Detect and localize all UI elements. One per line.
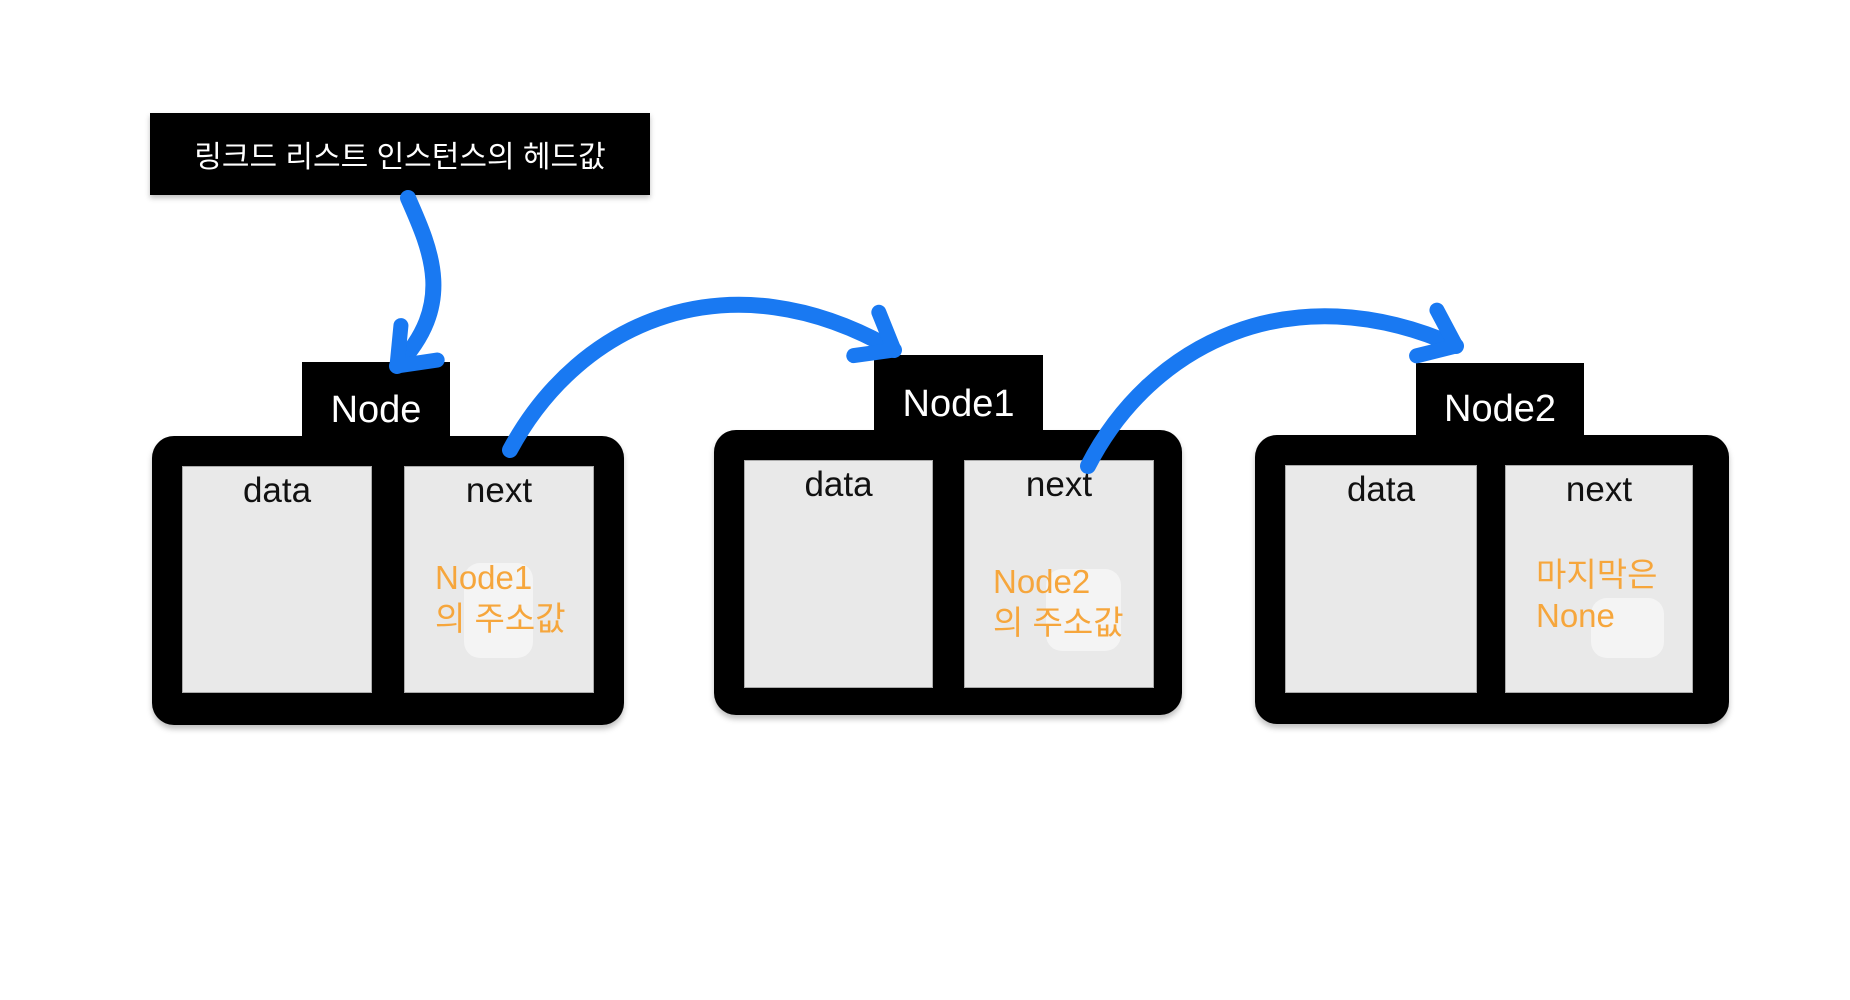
- node-0-next-cell: next Node1 의 주소값: [404, 466, 594, 693]
- head-label: 링크드 리스트 인스턴스의 헤드값: [150, 113, 650, 195]
- node-1-tab: Node1: [874, 355, 1043, 436]
- value-line: 마지막은: [1536, 556, 1658, 593]
- node-2-data-cell: data: [1285, 465, 1477, 693]
- node-1: Node1 data next Node2 의 주소값: [714, 355, 1182, 715]
- node-2-next-label: next: [1565, 470, 1633, 509]
- node-2-next-cell: next 마지막은 None: [1505, 465, 1693, 693]
- node-2-tab: Node2: [1416, 363, 1584, 441]
- watermark: [464, 563, 533, 658]
- node-1-data-cell: data: [744, 460, 933, 688]
- node-2: Node2 data next 마지막은 None: [1255, 363, 1729, 724]
- node-0: Node data next Node1 의 주소값: [152, 362, 624, 725]
- arrow-node0-to-node1: [502, 296, 902, 458]
- node-0-next-value: Node1 의 주소값: [435, 557, 566, 639]
- node-1-next-label: next: [1025, 465, 1093, 504]
- node-0-data-cell: data: [182, 466, 372, 693]
- value-line: 의 주소값: [993, 604, 1124, 641]
- watermark: [1591, 598, 1664, 658]
- value-line: 의 주소값: [435, 600, 566, 637]
- watermark: [1046, 569, 1121, 651]
- node-0-next-label: next: [465, 471, 533, 510]
- value-line: Node1: [435, 559, 533, 596]
- node-1-next-cell: next Node2 의 주소값: [964, 460, 1154, 688]
- value-line: Node2: [993, 563, 1091, 600]
- node-2-next-value: 마지막은 None: [1536, 554, 1657, 636]
- node-2-data-label: data: [1346, 470, 1416, 509]
- node-1-next-value: Node2 의 주소값: [993, 561, 1124, 643]
- arrow-head-pointer: [389, 190, 445, 374]
- node-0-data-label: data: [242, 471, 312, 510]
- node-0-tab: Node: [302, 362, 450, 442]
- node-1-data-label: data: [804, 465, 873, 504]
- value-line: None: [1536, 597, 1615, 634]
